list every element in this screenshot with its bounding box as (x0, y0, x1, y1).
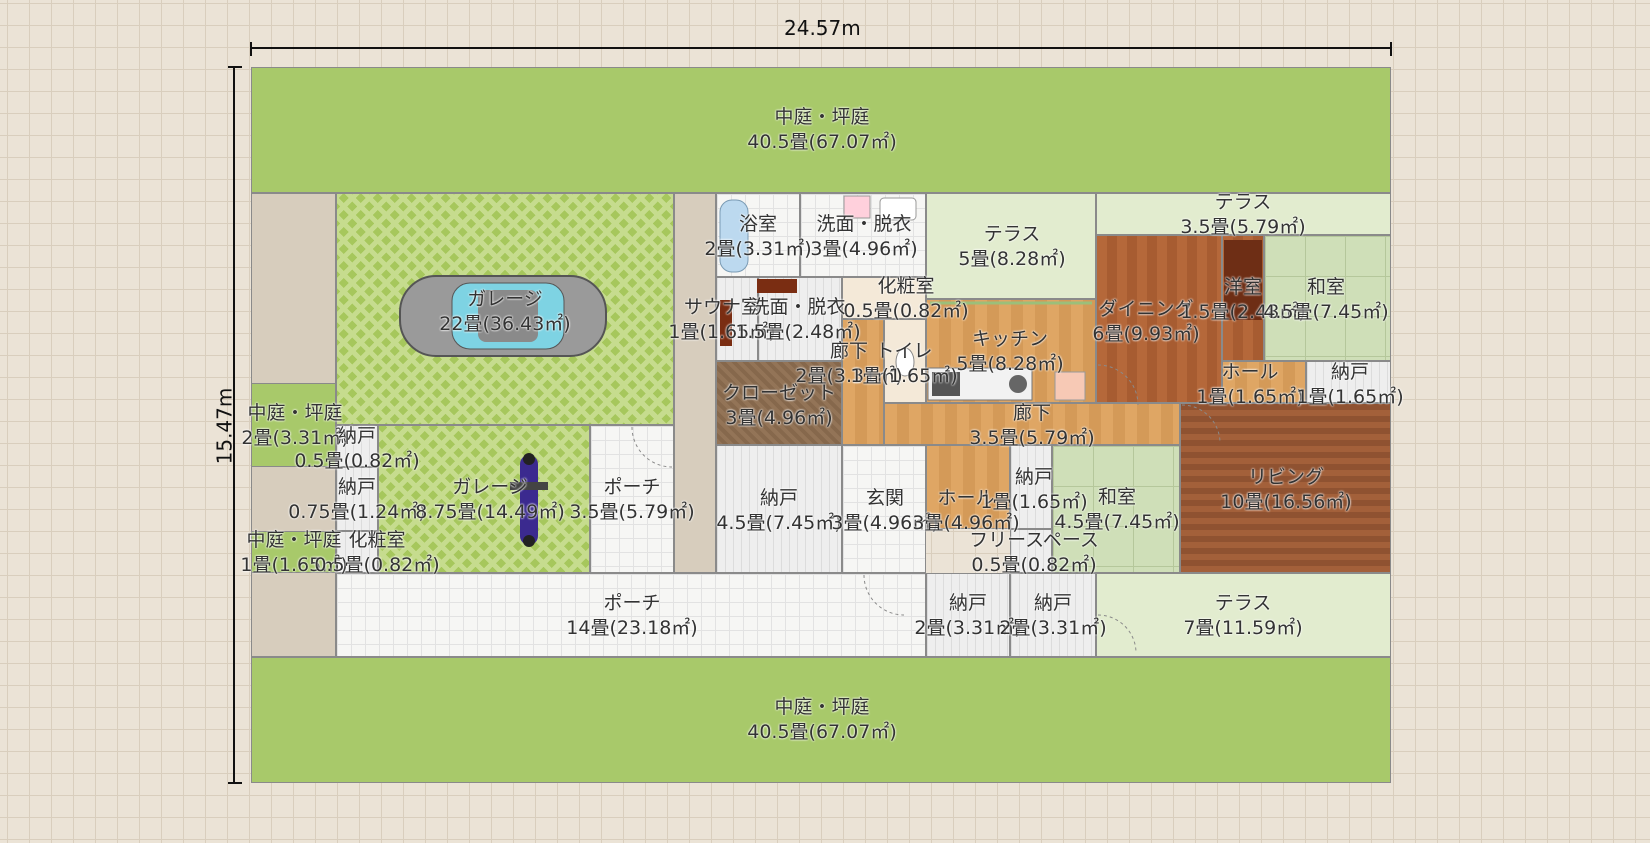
room-storage-4 (716, 445, 842, 573)
sauna-bench-icon (720, 279, 797, 346)
room-terrace-3 (1096, 573, 1391, 657)
room-entrance (842, 445, 926, 573)
room-courtyard-bottom (251, 657, 1391, 783)
washbasin-icon (843, 195, 917, 221)
room-porch-2 (336, 573, 926, 657)
room-japanese-2 (1052, 445, 1180, 573)
room-hall-1 (1222, 361, 1306, 403)
room-storage-5 (1010, 445, 1052, 529)
wardrobe-icon (1224, 240, 1262, 320)
car-icon (399, 275, 607, 357)
room-storage-2 (336, 425, 378, 467)
room-terrace-2 (1096, 193, 1391, 235)
room-courtyard-small-1 (251, 383, 336, 467)
room-hall-2 (926, 445, 1010, 529)
room-storage-3 (336, 467, 378, 531)
room-washroom-2 (758, 277, 842, 361)
room-storage-1 (1306, 361, 1391, 403)
toilet-icon (895, 347, 915, 377)
room-courtyard-top (251, 67, 1391, 193)
room-powder (842, 277, 926, 319)
motorcycle-icon (510, 453, 548, 547)
room-porch-1 (590, 425, 674, 573)
room-free-space (1010, 529, 1052, 573)
room-japanese-1 (1264, 235, 1391, 361)
door-swing-icons (631, 364, 1221, 654)
room-powder-2 (336, 531, 378, 573)
room-living (1180, 403, 1391, 573)
room-dining (1096, 235, 1222, 403)
room-corridor-1 (884, 403, 1180, 445)
room-closet (716, 361, 842, 445)
room-storage-6 (926, 573, 1010, 657)
room-terrace-1 (926, 193, 1096, 299)
kitchen-counter-icon (927, 367, 1086, 401)
width-dimension: 24.57m (784, 16, 861, 40)
side-path-mid (674, 193, 716, 573)
room-corridor-2 (842, 319, 884, 445)
room-storage-7 (1010, 573, 1096, 657)
bathtub-icon (719, 199, 749, 273)
room-garage-bike (378, 425, 590, 573)
room-courtyard-small-2 (251, 531, 336, 573)
